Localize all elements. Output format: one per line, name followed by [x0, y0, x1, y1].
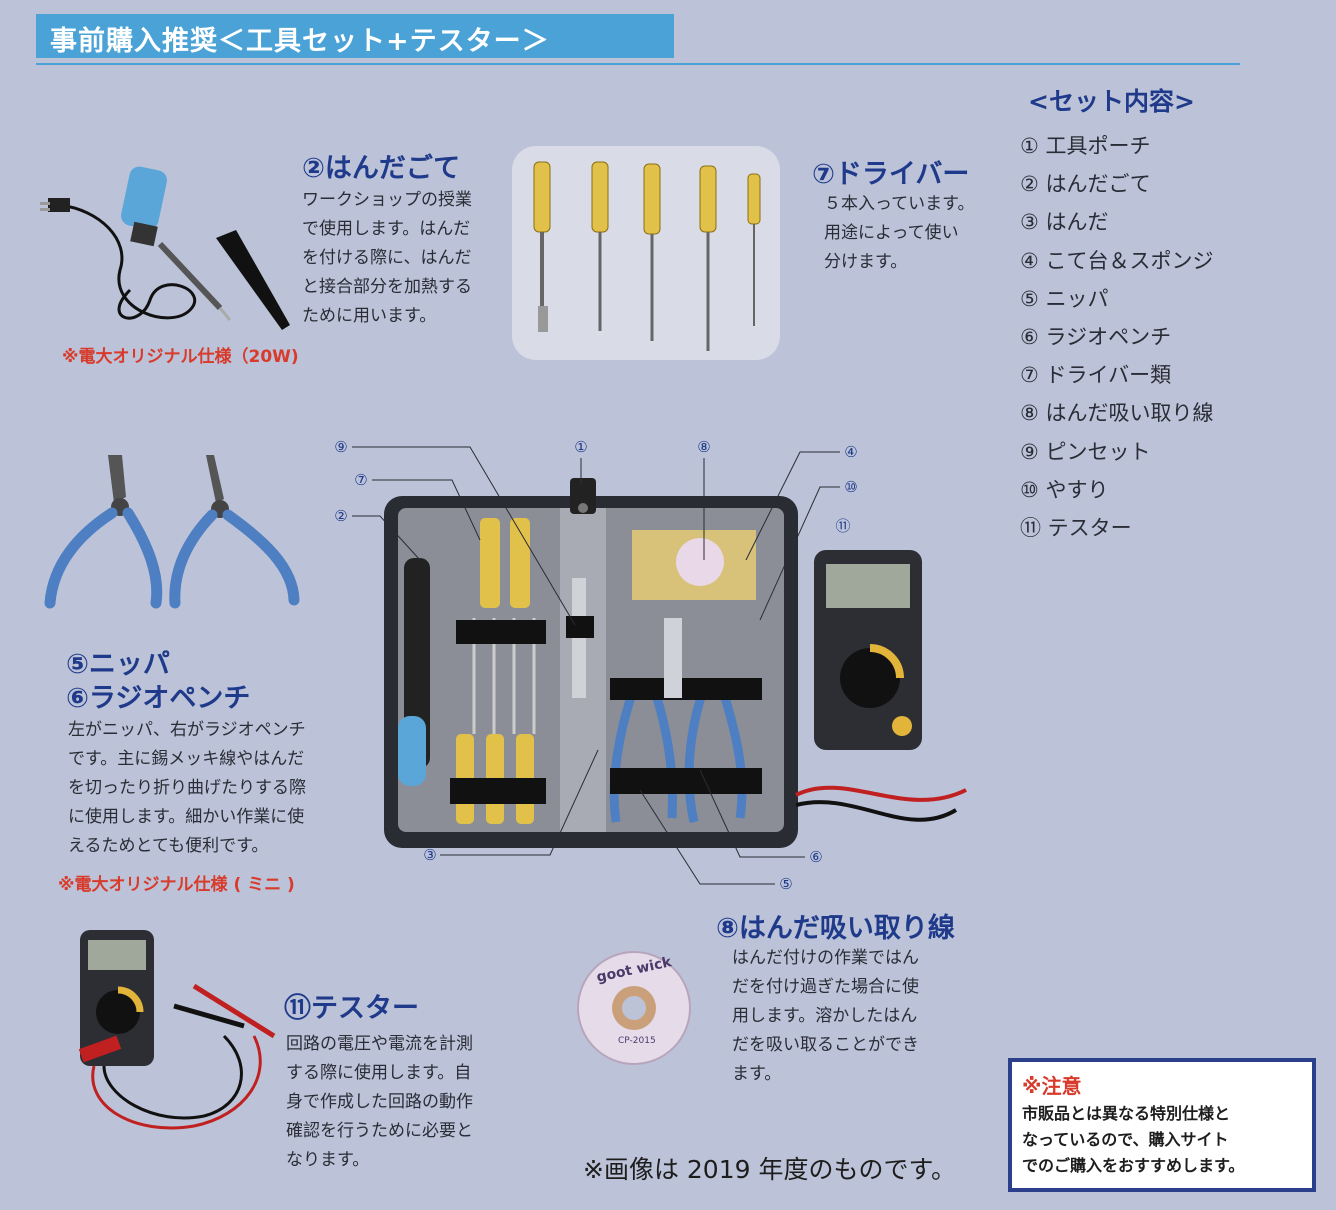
nipper-heading: ⑤ニッパ: [66, 649, 170, 680]
footer-note: ※画像は 2019 年度のものです。: [583, 1155, 956, 1184]
notice-title: ※注意: [1022, 1074, 1082, 1098]
list-item: ② はんだごて: [1020, 172, 1151, 197]
header-divider: [36, 63, 1240, 65]
callout-6: ⑥: [809, 848, 823, 866]
list-item: ⑩ やすり: [1020, 477, 1109, 502]
pliers-image: [44, 455, 300, 609]
callout-11: ⑪: [835, 517, 851, 535]
pliers-note: ※電大オリジナル仕様 ( ミニ ): [58, 875, 295, 895]
soldering-iron-note: ※電大オリジナル仕様（20W): [62, 347, 299, 367]
list-item: ⑨ ピンセット: [1020, 439, 1151, 464]
list-item: ① 工具ポーチ: [1020, 134, 1151, 158]
solder-wick-image: [577, 951, 691, 1065]
list-item: ⑥ ラジオペンチ: [1020, 324, 1172, 349]
notice-box: ※注意 市販品とは異なる特別仕様と なっているので、購入サイト でのご購入をおす…: [1008, 1058, 1316, 1192]
callout-9: ⑨: [334, 438, 348, 456]
tester-description: 回路の電圧や電流を計測 する際に使用します。自 身で作成した回路の動作 確認を行…: [286, 1034, 473, 1170]
callout-10: ⑩: [844, 478, 858, 496]
tester-heading: ⑪テスター: [284, 993, 419, 1024]
toolkit-case-image: [384, 478, 798, 848]
callout-3: ③: [423, 846, 437, 864]
list-item: ⑧ はんだ吸い取り線: [1020, 401, 1214, 426]
set-contents-title: <セット内容>: [1028, 87, 1195, 116]
soldering-iron-image: [40, 166, 290, 330]
screwdriver-heading: ⑦ドライバー: [812, 159, 970, 190]
callout-1: ①: [574, 438, 588, 456]
list-item: ⑦ ドライバー類: [1020, 363, 1172, 388]
solder-wick-heading: ⑧はんだ吸い取り線: [716, 913, 955, 944]
list-item: ④ こて台＆スポンジ: [1020, 248, 1214, 273]
screwdriver-description: ５本入っています。 用途によって使い 分けます。: [824, 194, 975, 272]
pliers-description: 左がニッパ、右がラジオペンチ です。主に錫メッキ線やはんだ を切ったり折り曲げた…: [68, 720, 306, 856]
set-contents-list: ① 工具ポーチ ② はんだごて ③ はんだ ④ こて台＆スポンジ ⑤ ニッパ ⑥…: [1020, 127, 1214, 547]
list-item: ③ はんだ: [1020, 210, 1109, 235]
callout-8: ⑧: [697, 438, 711, 456]
list-item: ⑪ テスター: [1020, 515, 1132, 540]
multimeter-image: [795, 550, 967, 822]
wick-model-label: CP-2015: [618, 1036, 656, 1046]
soldering-iron-description: ワークショップの授業 で使用します。はんだ を付ける際に、はんだ と接合部分を加…: [302, 190, 472, 326]
callout-4: ④: [844, 443, 858, 461]
tester-image: [78, 930, 276, 1130]
callout-7: ⑦: [354, 471, 368, 489]
page-title: 事前購入推奨＜工具セット+テスター＞: [36, 14, 674, 58]
solder-wick-description: はんだ付けの作業ではん だを付け過ぎた場合に使 用します。溶かしたはん だを吸い…: [732, 948, 919, 1084]
callout-2: ②: [334, 507, 348, 525]
list-item: ⑤ ニッパ: [1020, 286, 1109, 311]
soldering-iron-heading: ②はんだごて: [302, 153, 461, 184]
notice-text: 市販品とは異なる特別仕様と なっているので、購入サイト でのご購入をおすすめしま…: [1022, 1104, 1245, 1175]
callout-5: ⑤: [779, 875, 793, 893]
screwdrivers-image: [512, 146, 780, 360]
radio-pliers-heading: ⑥ラジオペンチ: [66, 683, 251, 714]
